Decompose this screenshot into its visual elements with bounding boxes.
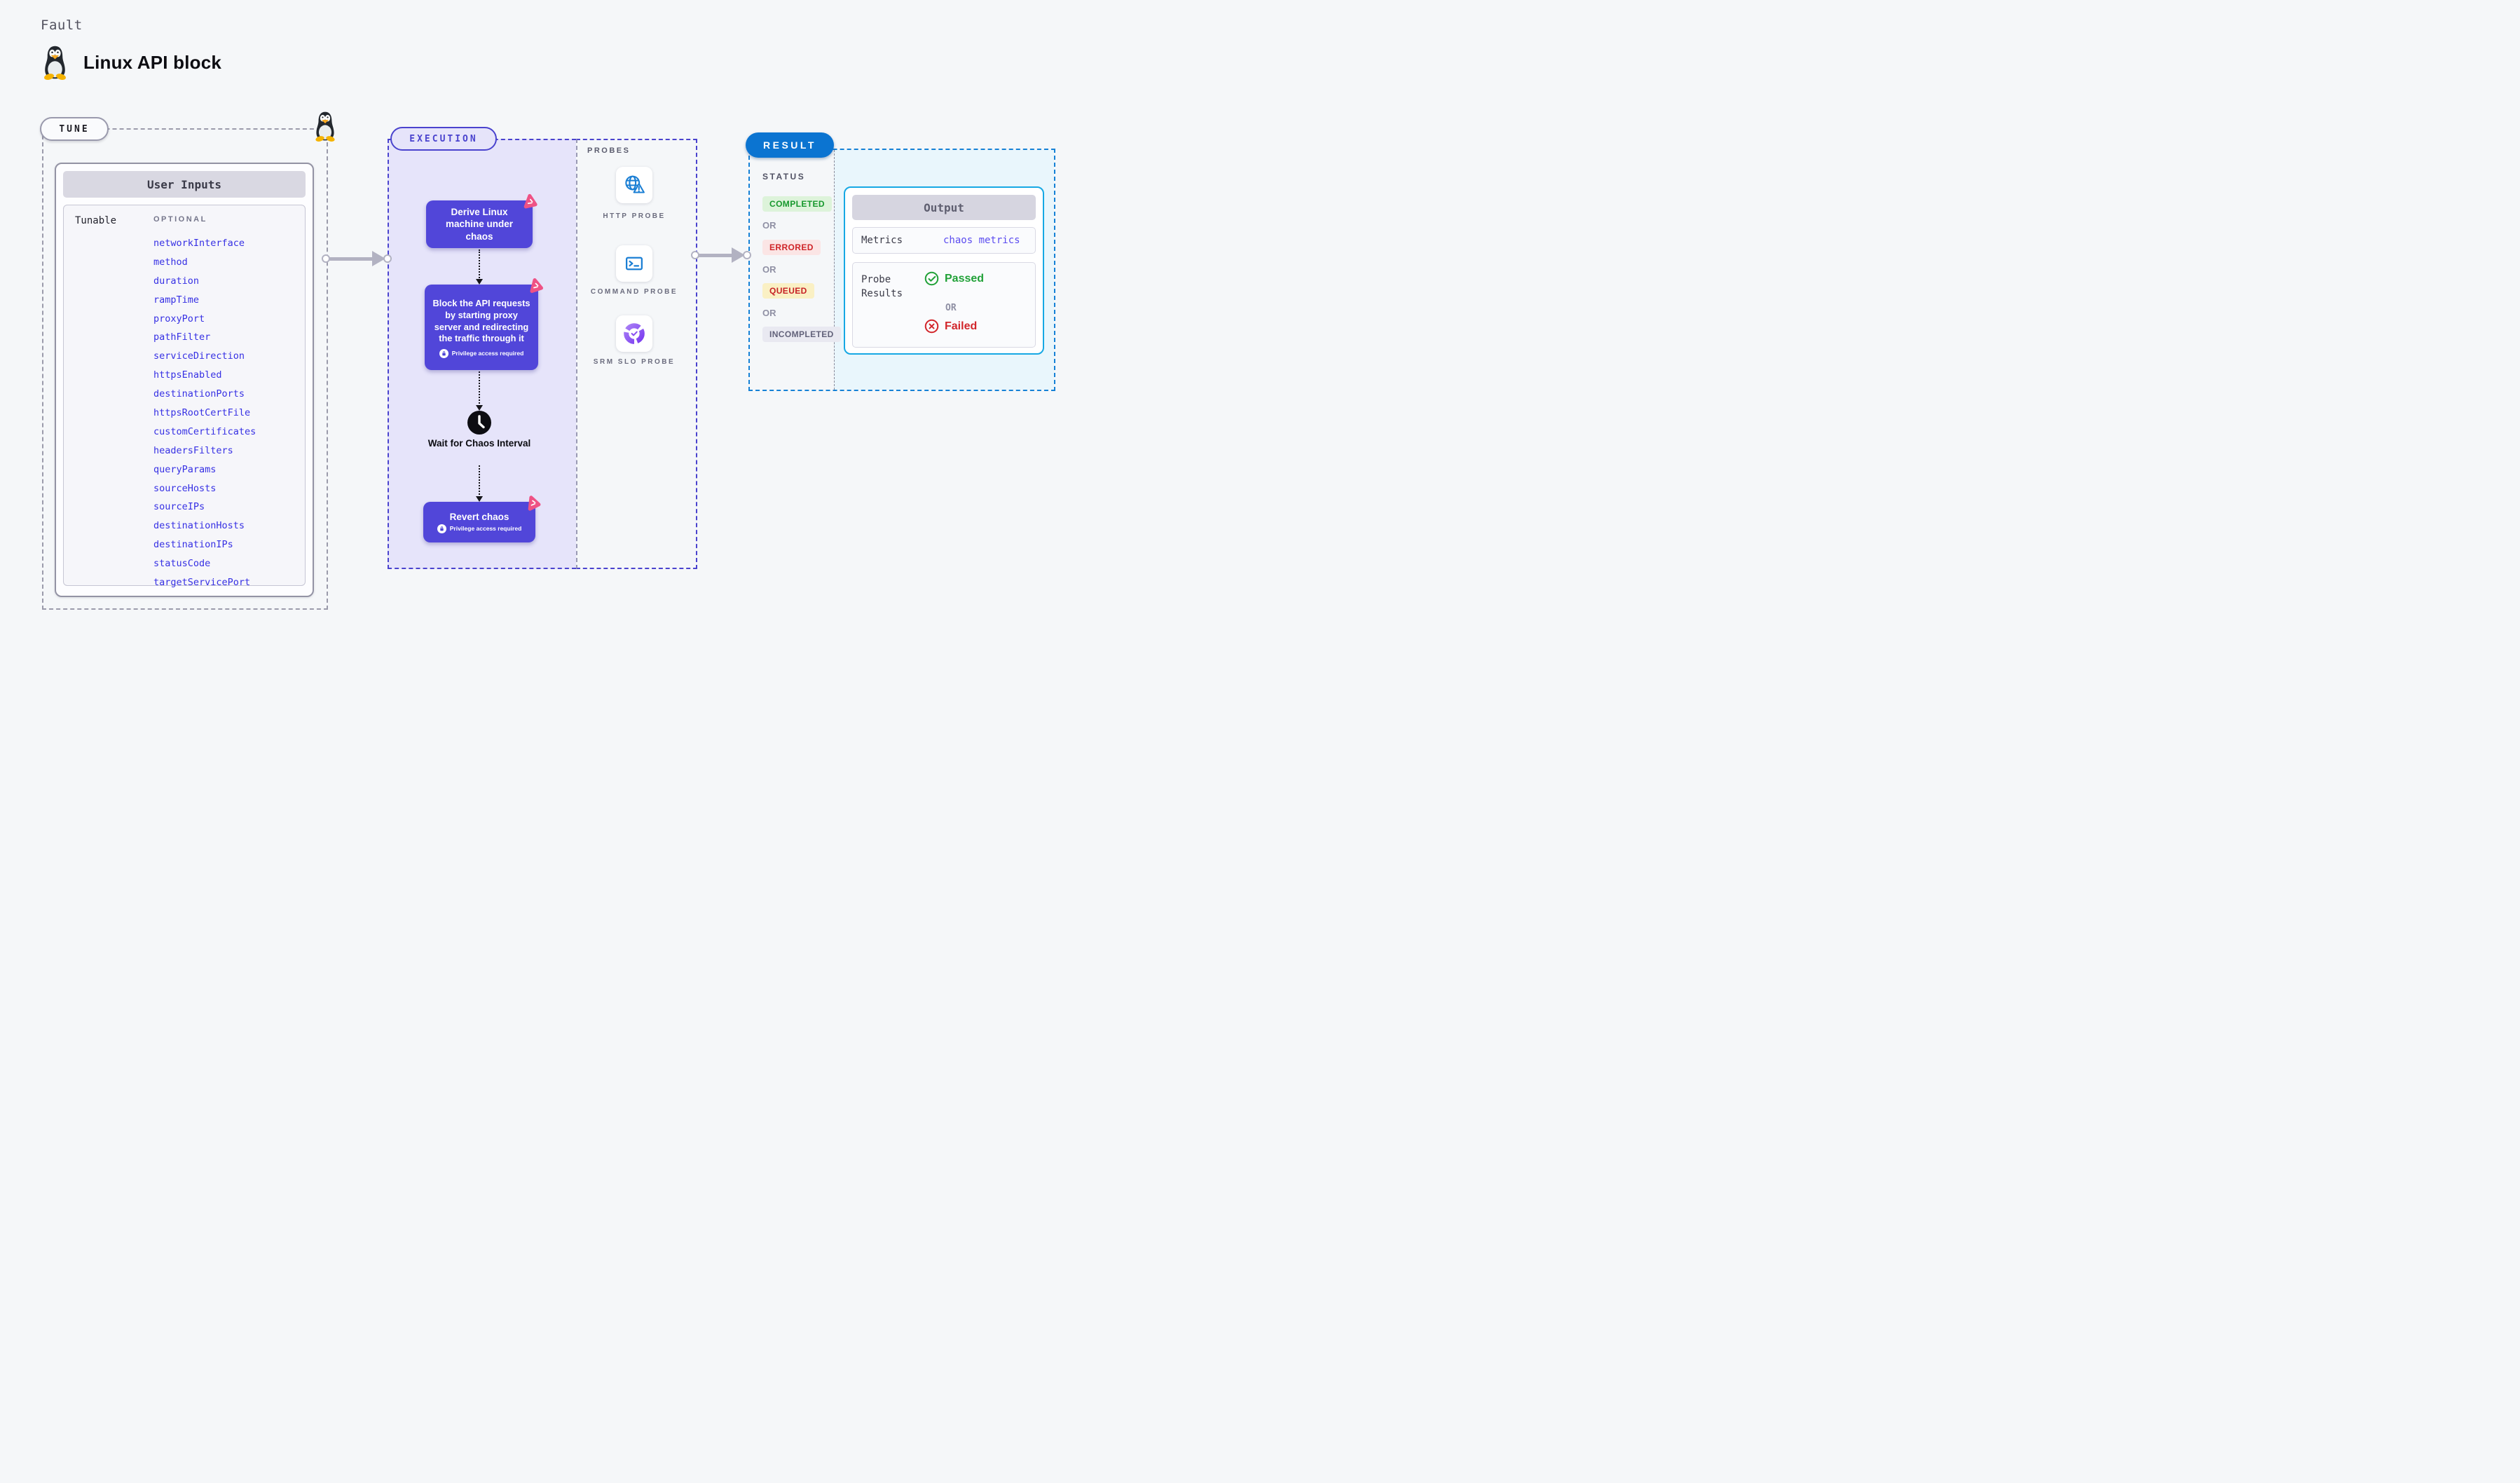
tunable-param: queryParams [153,463,217,475]
srm-slo-probe-label: SRM SLO PROBE [593,358,676,366]
probes-section-box [576,139,697,569]
chaos-icon [528,278,544,294]
arrow-probes-to-result [691,247,751,264]
tunable-param: serviceDirection [153,350,245,362]
step-derive-machine: Derive Linux machine under chaos [426,200,533,248]
title-row: Linux API block [42,45,221,80]
clock-icon [467,411,491,435]
tunable-param: sourceHosts [153,482,217,494]
tunable-param: targetServicePort [153,577,251,589]
execution-badge: EXECUTION [390,127,497,151]
probe-failed: Failed [924,319,977,334]
tunable-row-label: Tunable [75,215,117,226]
tunable-param: sourceIPs [153,501,205,513]
tunable-param: httpsEnabled [153,369,222,381]
step-block-api: Block the API requests by starting proxy… [425,285,538,370]
wait-clock [467,410,492,435]
metrics-row: Metrics chaos metrics [852,227,1036,254]
status-incompleted-badge: INCOMPLETED [762,327,841,342]
step-derive-label: Derive Linux machine under chaos [445,206,514,242]
tunable-param: method [153,256,188,268]
tunable-param: duration [153,275,200,287]
tunable-param: networkInterface [153,238,245,249]
tunable-param: destinationHosts [153,520,245,532]
tunables-panel: Tunable OPTIONAL networkInterface method… [63,205,306,589]
status-errored-badge: ERRORED [762,240,821,255]
tunable-param: rampTime [153,294,200,306]
probe-results-label: Probe Results [861,274,903,300]
metrics-label: Metrics [861,235,903,246]
command-probe-icon [626,257,643,271]
srm-slo-probe-card [616,315,652,352]
probe-passed: Passed [924,271,984,286]
status-queued-badge: QUEUED [762,283,814,299]
result-badge: RESULT [746,132,834,158]
probe-results-row: Probe Results Passed OR Failed [852,262,1036,348]
arrow-head [372,251,385,266]
command-probe-card [616,245,652,282]
flow-connector [475,371,483,411]
connector-dot [743,251,751,259]
privilege-label: Privilege access required [449,525,522,532]
x-circle-icon [924,319,939,334]
privilege-badge: Privilege access required [439,349,524,359]
lock-icon [437,524,446,533]
http-probe-icon [625,175,645,193]
arrow-tune-to-execution [322,250,392,267]
failed-label: Failed [945,320,978,332]
tunable-param: headersFilters [153,444,233,456]
metrics-value: chaos metrics [943,235,1020,246]
tunable-param: pathFilter [153,332,211,343]
tunable-param: destinationIPs [153,539,233,551]
tune-section-box [42,128,328,610]
output-card: Output Metrics chaos metrics Probe Resul… [844,186,1044,355]
arrow-shaft [329,257,374,261]
wait-for-chaos-label: Wait for Chaos Interval [427,438,531,449]
check-circle-icon [924,271,939,286]
user-inputs-card: User Inputs Tunable OPTIONAL networkInte… [55,163,314,597]
output-header: Output [852,195,1036,220]
srm-slo-probe-icon [624,323,645,344]
chaos-icon [521,193,539,210]
tunable-param: destinationPorts [153,388,245,400]
flow-connector [475,250,483,285]
or-label: OR [945,303,957,313]
or-label: OR [762,220,776,231]
probes-title: PROBES [587,146,631,155]
tune-badge: TUNE [40,117,109,141]
http-probe-label: HTTP PROBE [603,212,666,220]
or-label: OR [762,308,776,318]
flow-connector [475,465,483,502]
page-title: Linux API block [83,51,222,73]
status-completed-badge: COMPLETED [762,196,832,212]
tunable-param: httpsRootCertFile [153,407,251,419]
tunable-param: statusCode [153,558,211,570]
linux-tux-icon [43,46,67,80]
step-block-label: Block the API requests by starting proxy… [432,297,530,344]
user-inputs-header: User Inputs [63,171,306,198]
step-revert-chaos: Revert chaos Privilege access required [423,502,535,542]
linux-tux-icon-small [315,111,336,142]
chaos-icon [524,494,542,512]
connector-dot [383,254,392,263]
command-probe-label: COMMAND PROBE [590,288,678,296]
passed-label: Passed [945,272,985,285]
http-probe-card [616,167,652,203]
tunable-param: proxyPort [153,313,205,324]
or-label: OR [762,264,776,275]
tunable-params-list: networkInterface method duration rampTim… [153,238,256,589]
tunable-param: customCertificates [153,425,256,437]
privilege-label: Privilege access required [451,350,524,357]
status-label: STATUS [762,172,806,182]
privilege-badge: Privilege access required [437,524,522,533]
arrow-head [732,247,745,263]
fault-kicker: Fault [41,18,83,33]
optional-label: OPTIONAL [153,215,207,224]
lock-icon [439,349,448,359]
step-revert-label: Revert chaos [449,511,509,522]
arrow-shaft [698,253,733,257]
